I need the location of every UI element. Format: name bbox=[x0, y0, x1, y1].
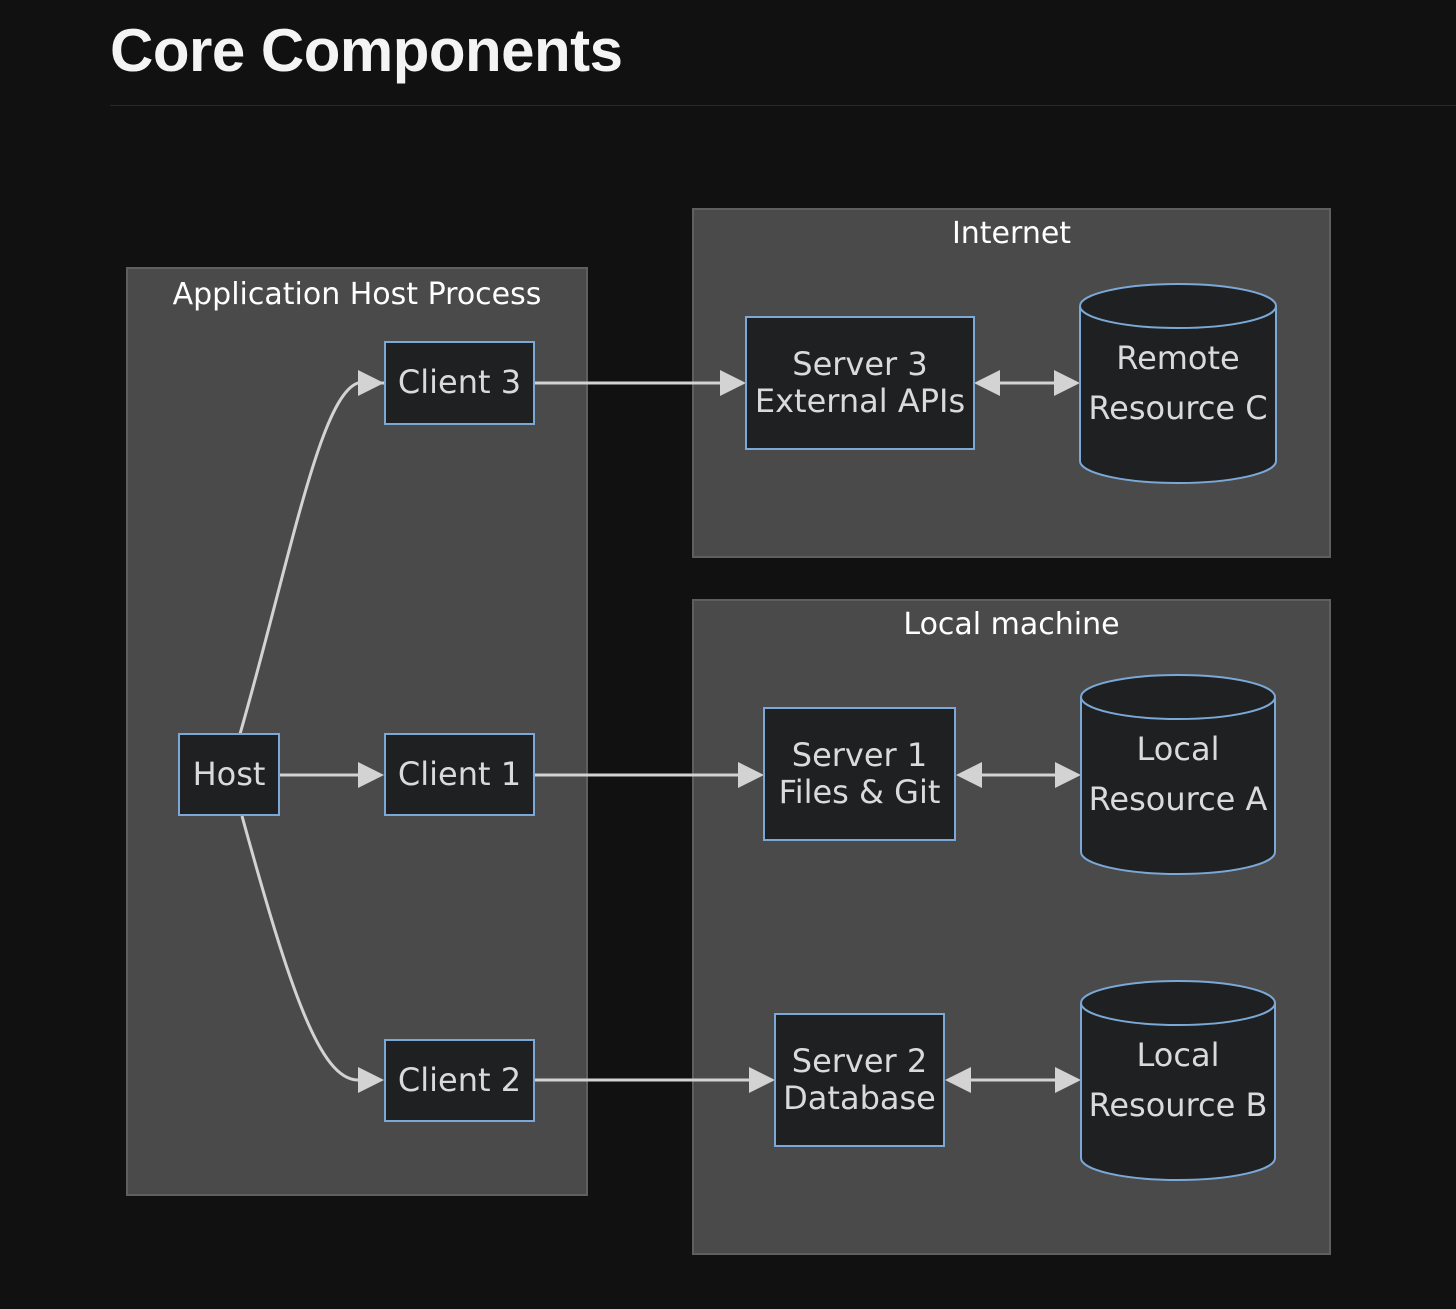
node-host-label: Host bbox=[192, 754, 266, 793]
node-client-2: Client 2 bbox=[384, 1039, 535, 1122]
arrowhead-resourcea bbox=[1055, 762, 1081, 788]
arrowhead-client3 bbox=[358, 370, 384, 396]
page-title: Core Components bbox=[110, 17, 623, 84]
arrowhead-resourceb bbox=[1055, 1067, 1081, 1093]
group-label-application-host-process: Application Host Process bbox=[172, 277, 542, 312]
node-resource-a-line2: Resource A bbox=[1088, 780, 1268, 818]
cylinder-resource-a bbox=[1080, 674, 1276, 875]
node-resource-c-line2: Resource C bbox=[1088, 389, 1268, 427]
arrowhead-server1-left bbox=[956, 762, 982, 788]
node-server-1: Server 1 Files & Git bbox=[763, 707, 956, 841]
arrowhead-server3-left bbox=[974, 370, 1000, 396]
node-server-1-line2: Files & Git bbox=[778, 773, 941, 811]
node-client-1-label: Client 1 bbox=[397, 754, 522, 793]
group-label-internet: Internet bbox=[951, 216, 1072, 251]
arrowhead-server1 bbox=[738, 762, 764, 788]
node-server-2-line1: Server 2 bbox=[791, 1041, 928, 1080]
node-server-3-line2: External APIs bbox=[754, 382, 966, 420]
edge-host-client2 bbox=[240, 815, 359, 1082]
node-client-3: Client 3 bbox=[384, 341, 535, 425]
group-label-local-machine: Local machine bbox=[903, 607, 1120, 642]
arrowhead-client1 bbox=[358, 762, 384, 788]
node-resource-b-line1: Local bbox=[1136, 1036, 1220, 1075]
node-host: Host bbox=[178, 733, 280, 816]
arrowhead-resourcec bbox=[1054, 370, 1080, 396]
cylinder-resource-b bbox=[1080, 980, 1276, 1181]
node-server-2: Server 2 Database bbox=[774, 1013, 945, 1147]
node-client-1: Client 1 bbox=[384, 733, 535, 816]
node-server-3: Server 3 External APIs bbox=[745, 316, 975, 450]
cylinder-resource-c bbox=[1079, 283, 1277, 484]
node-client-3-label: Client 3 bbox=[397, 363, 522, 402]
node-client-2-label: Client 2 bbox=[397, 1060, 522, 1099]
node-resource-c-line1: Remote bbox=[1116, 339, 1240, 378]
title-divider bbox=[110, 105, 1456, 106]
arrowhead-server2-left bbox=[945, 1067, 971, 1093]
node-server-3-line1: Server 3 bbox=[792, 344, 928, 383]
node-server-1-line1: Server 1 bbox=[791, 735, 928, 774]
arrowhead-server2 bbox=[749, 1067, 775, 1093]
node-resource-c-label: Remote Resource C bbox=[1080, 334, 1276, 434]
arrowhead-server3 bbox=[720, 370, 746, 396]
arrowhead-client2 bbox=[358, 1067, 384, 1093]
edge-host-client3 bbox=[238, 381, 384, 735]
node-resource-a-label: Local Resource A bbox=[1081, 725, 1275, 825]
node-resource-a-line1: Local bbox=[1136, 730, 1220, 769]
node-server-2-line2: Database bbox=[783, 1079, 936, 1117]
node-resource-b-line2: Resource B bbox=[1088, 1086, 1268, 1124]
node-resource-b-label: Local Resource B bbox=[1081, 1031, 1275, 1131]
